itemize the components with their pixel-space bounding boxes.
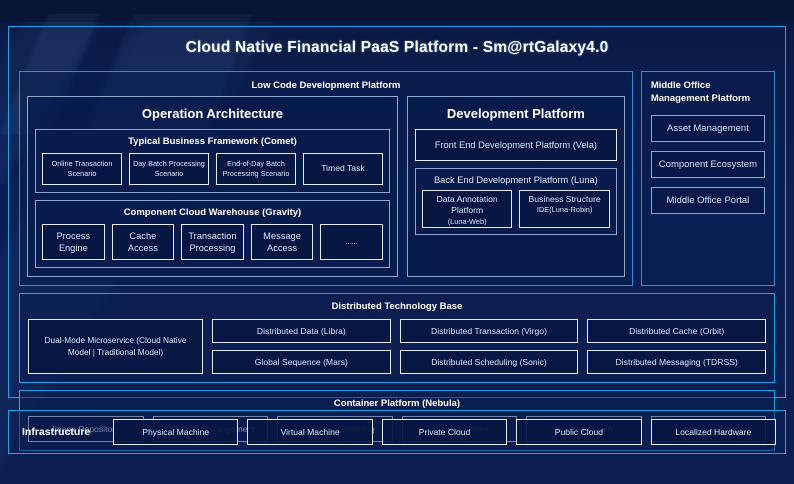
chip-physical-machine[interactable]: Physical Machine — [113, 419, 239, 445]
chip-component-ecosystem[interactable]: Component Ecosystem — [650, 150, 765, 178]
top-row: Low Code Development Platform Operation … — [19, 71, 775, 286]
operation-architecture-title: Operation Architecture — [141, 106, 283, 121]
chip-data-annotation-platform-sub: (Luna-Web) — [447, 216, 487, 226]
group-title-comet: Typical Business Framework (Comet) — [128, 136, 297, 147]
panel-low-code-development-platform: Low Code Development Platform Operation … — [19, 71, 633, 286]
chip-online-transaction-scenario[interactable]: Online Transaction Scenario — [42, 153, 122, 185]
chip-data-annotation-platform[interactable]: Data Annotation Platform (Luna-Web) — [421, 190, 513, 229]
panel-development-platform: Development Platform Front End Developme… — [406, 96, 625, 277]
chip-day-batch-processing-scenario[interactable]: Day Batch Processing Scenario — [128, 153, 209, 185]
chip-middle-office-portal[interactable]: Middle Office Portal — [650, 186, 765, 214]
chip-business-structure-sub: IDE(Luna-Robin) — [536, 205, 593, 215]
comet-chip-row: Online Transaction Scenario Day Batch Pr… — [42, 153, 383, 185]
distributed-technology-base-row: Dual-Mode Microservice (Cloud Native Mod… — [28, 318, 766, 374]
chip-data-annotation-platform-main: Data Annotation Platform — [436, 194, 498, 216]
infrastructure-label: Infrastructure — [22, 426, 91, 438]
chip-business-structure-main: Business Structure — [528, 194, 601, 204]
chip-business-structure-ide[interactable]: Business Structure IDE(Luna-Robin) — [519, 190, 610, 229]
chip-global-sequence[interactable]: Global Sequence (Mars) — [212, 349, 391, 374]
panel-infrastructure: Infrastructure Physical Machine Virtual … — [8, 410, 786, 454]
top-band — [0, 0, 794, 22]
panel-middle-office-management-platform: Middle Office Management Platform Asset … — [640, 71, 775, 286]
chip-dual-mode-microservice[interactable]: Dual-Mode Microservice (Cloud Native Mod… — [28, 318, 203, 374]
group-back-end-development-platform: Back End Development Platform (Luna) Dat… — [414, 168, 617, 236]
chip-distributed-messaging[interactable]: Distributed Messaging (TDRSS) — [587, 349, 766, 374]
chip-timed-task[interactable]: Timed Task — [302, 153, 383, 185]
page-title: Cloud Native Financial PaaS Platform - S… — [185, 39, 609, 56]
chip-more-ellipsis[interactable]: ...... — [320, 223, 383, 260]
group-component-cloud-warehouse: Component Cloud Warehouse (Gravity) Proc… — [35, 199, 390, 268]
gravity-chip-row: Process Engine Cache Access Transaction … — [42, 223, 383, 260]
chip-distributed-data[interactable]: Distributed Data (Libra) — [212, 318, 391, 343]
panel-operation-architecture: Operation Architecture Typical Business … — [27, 96, 398, 277]
luna-chip-row: Data Annotation Platform (Luna-Web) Busi… — [421, 190, 610, 229]
chip-localized-hardware[interactable]: Localized Hardware — [650, 419, 777, 445]
chip-transaction-processing[interactable]: Transaction Processing — [181, 223, 244, 260]
chip-asset-management[interactable]: Asset Management — [650, 114, 765, 142]
chip-front-end-development-platform[interactable]: Front End Development Platform (Vela) — [414, 129, 617, 161]
chip-private-cloud[interactable]: Private Cloud — [381, 419, 508, 445]
chip-cache-access[interactable]: Cache Access — [111, 223, 175, 260]
distributed-technology-base-title: Distributed Technology Base — [331, 300, 463, 312]
group-title-gravity: Component Cloud Warehouse (Gravity) — [123, 206, 302, 218]
low-code-columns: Operation Architecture Typical Business … — [27, 96, 625, 277]
group-typical-business-framework: Typical Business Framework (Comet) Onlin… — [35, 129, 390, 193]
development-platform-title: Development Platform — [446, 106, 585, 121]
middle-office-title: Middle Office Management Platform — [650, 80, 751, 104]
chip-process-engine[interactable]: Process Engine — [42, 223, 105, 260]
distributed-technology-base-grid: Distributed Data (Libra) Distributed Tra… — [212, 318, 766, 374]
chip-end-of-day-batch-processing-scenario[interactable]: End-of-Day Batch Processing Scenario — [215, 153, 296, 185]
panel-distributed-technology-base: Distributed Technology Base Dual-Mode Mi… — [19, 292, 775, 383]
chip-distributed-transaction[interactable]: Distributed Transaction (Virgo) — [399, 318, 579, 343]
chip-distributed-cache[interactable]: Distributed Cache (Orbit) — [587, 318, 766, 343]
chip-public-cloud[interactable]: Public Cloud — [516, 419, 642, 445]
chip-message-access[interactable]: Message Access — [250, 223, 314, 260]
low-code-title: Low Code Development Platform — [251, 80, 401, 91]
platform-frame: Cloud Native Financial PaaS Platform - S… — [8, 26, 786, 451]
container-platform-title: Container Platform (Nebula) — [333, 397, 461, 409]
group-title-luna: Back End Development Platform (Luna) — [433, 175, 598, 185]
chip-distributed-scheduling[interactable]: Distributed Scheduling (Sonic) — [399, 349, 579, 374]
chip-virtual-machine[interactable]: Virtual Machine — [247, 419, 373, 445]
